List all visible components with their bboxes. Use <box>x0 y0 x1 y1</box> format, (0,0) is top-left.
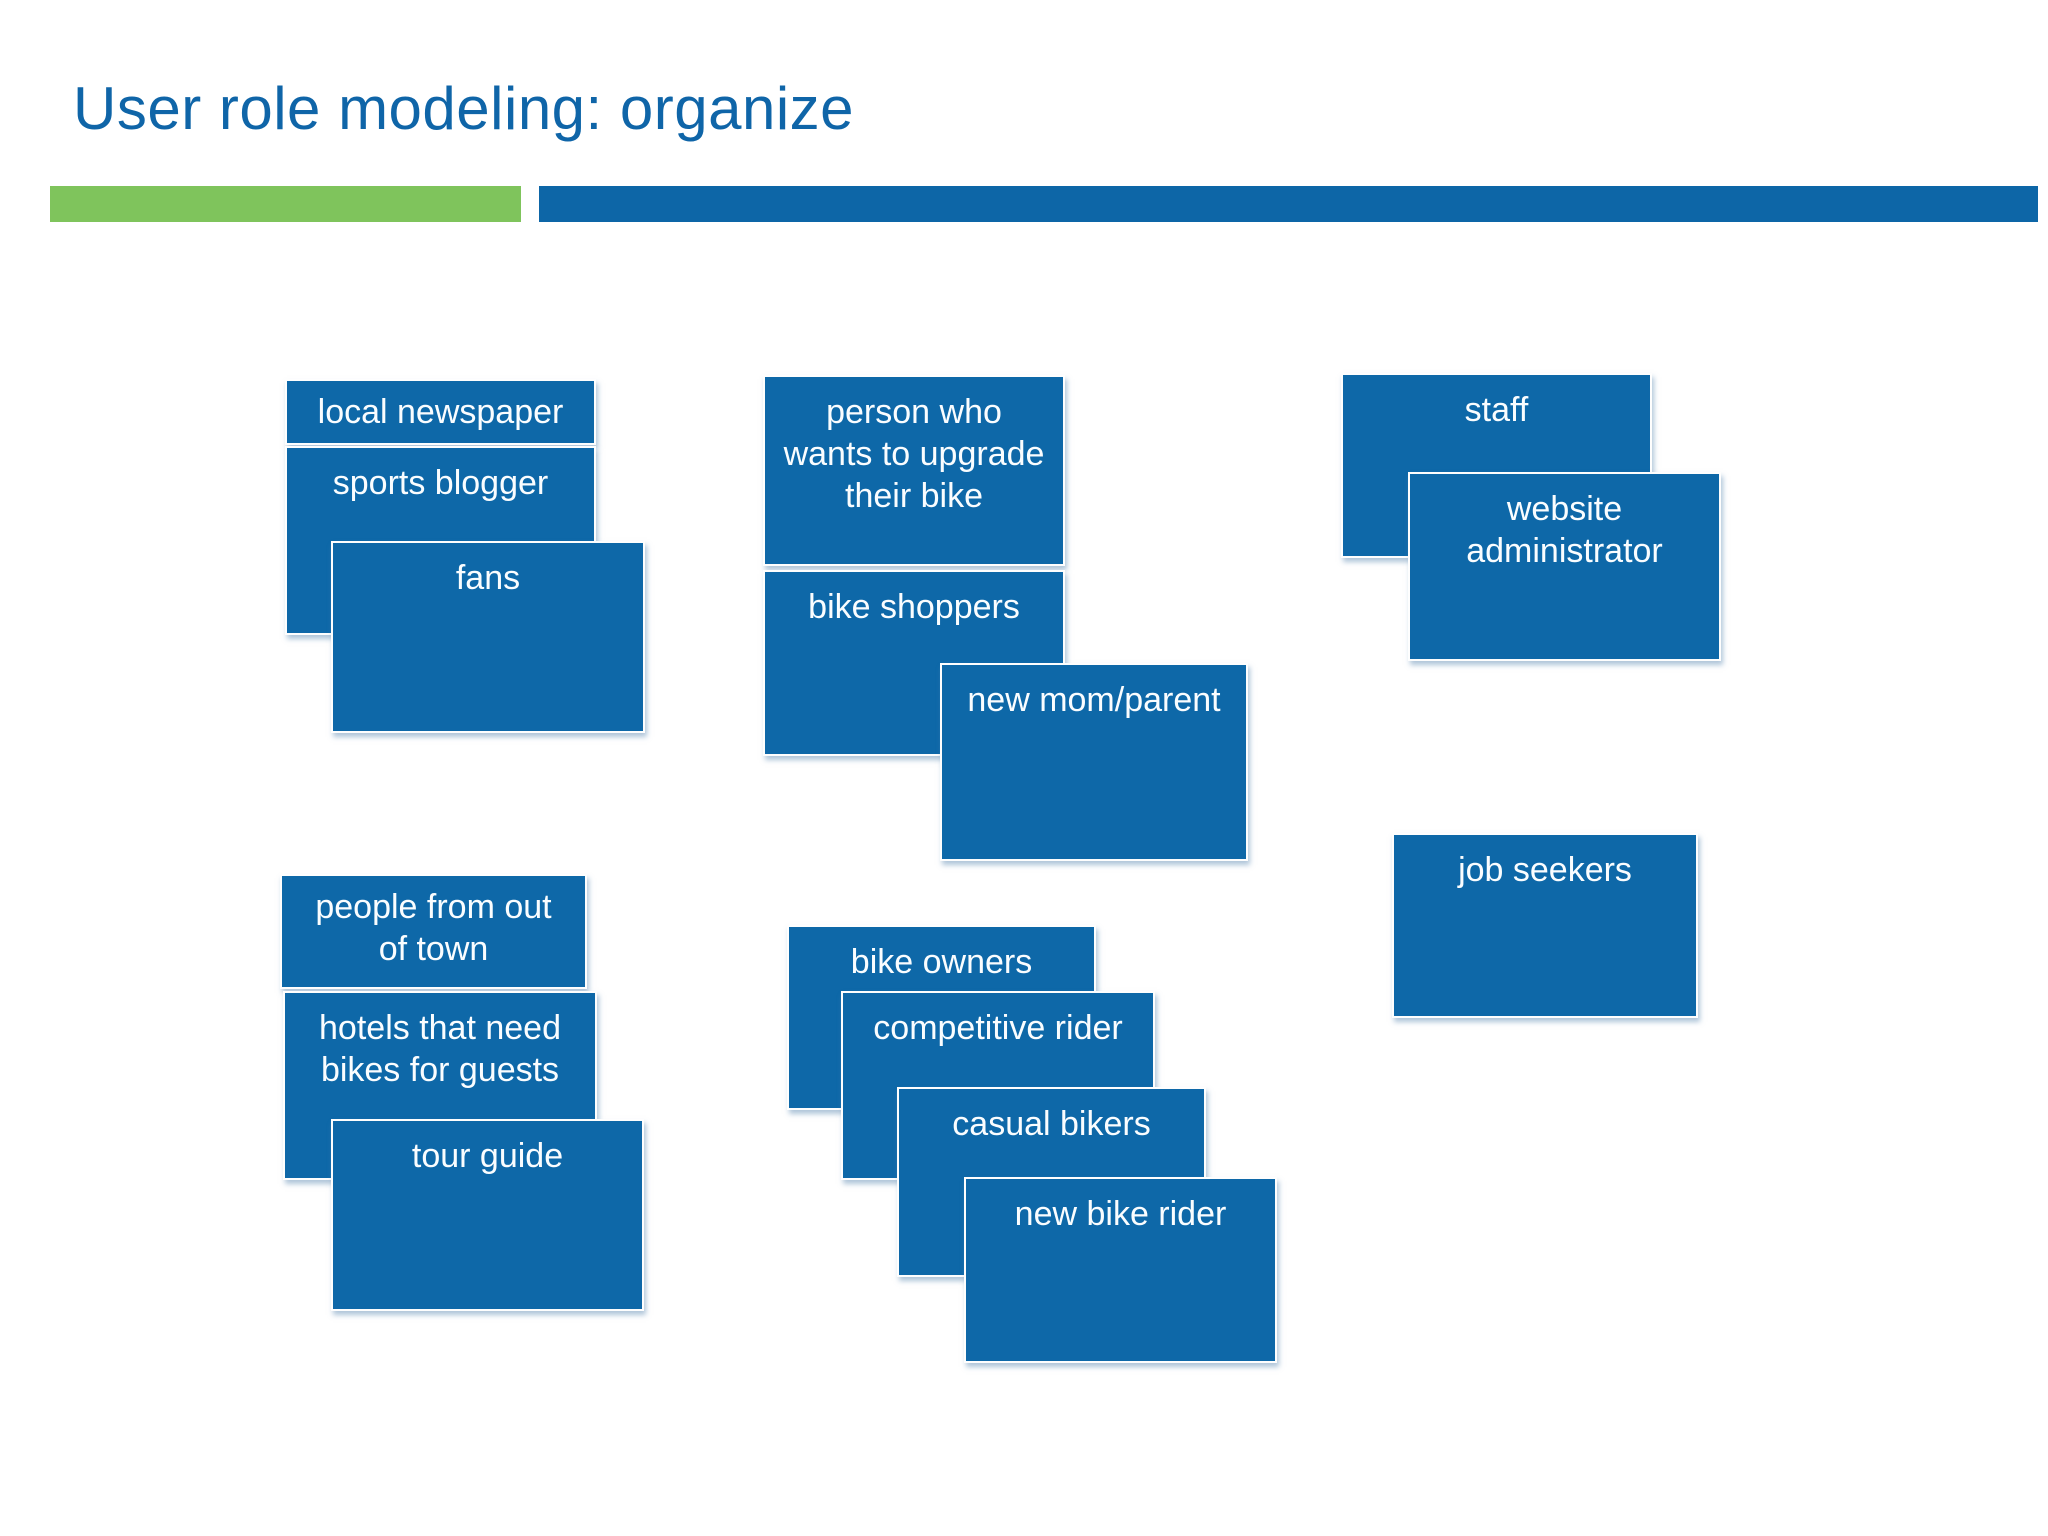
page-title: User role modeling: organize <box>73 75 855 142</box>
card-job-seekers: job seekers <box>1392 833 1698 1018</box>
card-new-bike-rider: new bike rider <box>964 1177 1277 1363</box>
card-people-from-out-of-town: people from out of town <box>280 874 587 989</box>
blue-accent-bar <box>539 186 2038 222</box>
card-new-mom-parent: new mom/parent <box>940 663 1248 861</box>
card-fans: fans <box>331 541 645 733</box>
card-local-newspaper: local newspaper <box>285 379 596 445</box>
card-person-upgrade-bike: person who wants to upgrade their bike <box>763 375 1065 566</box>
card-website-administrator: website administrator <box>1408 472 1721 661</box>
green-accent-bar <box>50 186 521 222</box>
card-tour-guide: tour guide <box>331 1119 644 1311</box>
